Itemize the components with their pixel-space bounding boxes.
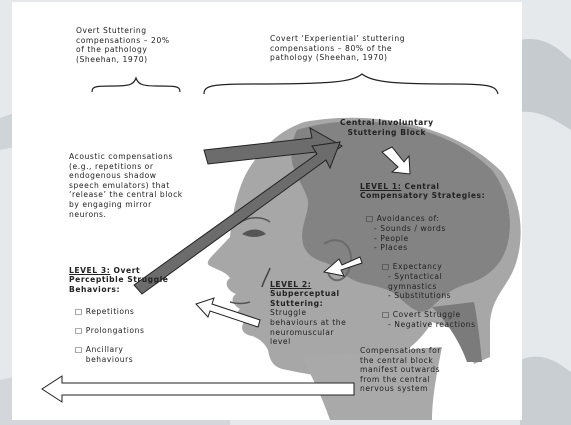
- slide: Overt Stuttering compensations – 20% of …: [12, 2, 522, 420]
- covert-label: Covert ‘Experiential’ stuttering compens…: [270, 34, 405, 63]
- level1-expectancy-item: - Substitutions: [388, 291, 513, 301]
- bullet-icon: □: [382, 310, 393, 319]
- level3-label: LEVEL 3:: [69, 266, 110, 275]
- bullet-icon: □: [75, 326, 86, 335]
- level3-block: LEVEL 3: Overt Perceptible Struggle Beha…: [69, 256, 169, 362]
- level1-label: LEVEL 1:: [360, 182, 401, 191]
- level3-item: □ Ancillary behaviours: [75, 336, 175, 365]
- covert-brace: [204, 74, 498, 94]
- bullet-icon: □: [75, 307, 86, 316]
- expectancy-head: Expectancy: [393, 262, 443, 271]
- outward-arrow: [42, 376, 354, 402]
- central-block-label: Central Involuntary Stuttering Block: [340, 118, 434, 137]
- level1-avoid-item: - Sounds / words: [374, 224, 499, 234]
- level1-title: LEVEL 1: Central Compensatory Strategies…: [360, 172, 485, 201]
- bullet-icon: □: [366, 214, 377, 223]
- level3-item-label: Prolongations: [86, 326, 145, 335]
- bullet-icon: □: [382, 262, 393, 271]
- level1-covert-item: - Negative reactions: [388, 320, 513, 330]
- level2-block: LEVEL 2: Subperceptual Stuttering: Strug…: [270, 270, 346, 347]
- level3-title: LEVEL 3: Overt Perceptible Struggle Beha…: [69, 256, 169, 294]
- avoid-head: Avoidances of:: [377, 214, 440, 223]
- level1-block: LEVEL 1: Central Compensatory Strategies…: [360, 172, 485, 326]
- level3-item: □ Prolongations: [75, 317, 175, 336]
- overt-label: Overt Stuttering compensations – 20% of …: [76, 26, 170, 64]
- level3-item: □ Repetitions: [75, 297, 175, 316]
- level1-avoid-item: - People: [374, 234, 499, 244]
- level2-label: LEVEL 2:: [270, 280, 311, 289]
- outward-label: Compensations for the central block mani…: [360, 346, 441, 394]
- overt-brace: [92, 78, 180, 92]
- acoustic-label: Acoustic compensations (e.g., repetition…: [69, 152, 183, 219]
- level1-avoidances-head: □ Avoidances of:: [366, 205, 491, 224]
- level3-item-label: Repetitions: [86, 307, 135, 316]
- level1-expectancy-head: □ Expectancy: [382, 253, 507, 272]
- bullet-icon: □: [75, 345, 86, 354]
- level2-title-rest: Subperceptual Stuttering:: [270, 289, 340, 308]
- level1-expectancy-item: - Syntactical gymnastics: [388, 272, 513, 291]
- level3-item-label: Ancillary behaviours: [86, 345, 134, 364]
- covert-head: Covert Struggle: [393, 310, 461, 319]
- level1-covert-head: □ Covert Struggle: [382, 301, 507, 320]
- level1-avoid-item: - Places: [374, 243, 499, 253]
- level2-desc: Struggle behaviours at the neuromuscular…: [270, 308, 346, 346]
- level2-title: LEVEL 2: Subperceptual Stuttering:: [270, 270, 346, 308]
